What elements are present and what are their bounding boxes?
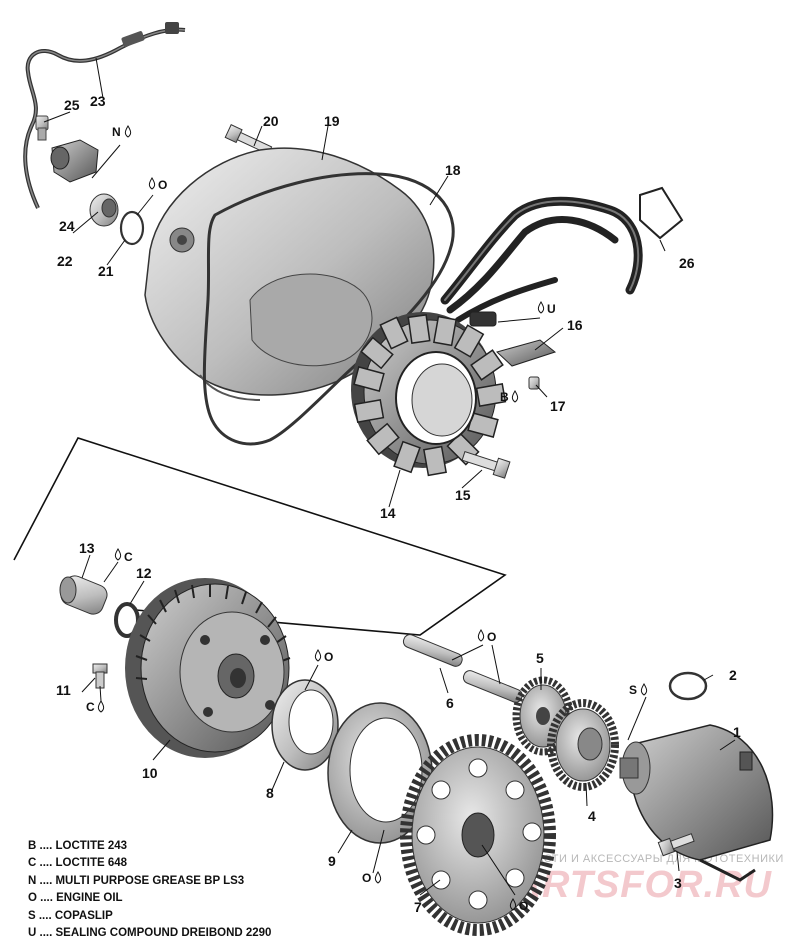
callout-17: 17 [550,398,566,414]
code-o-7: O [509,898,528,913]
callout-13: 13 [79,540,95,556]
legend-row-n: N .... MULTI PURPOSE GREASE BP LS3 [28,874,245,887]
callout-26: 26 [679,255,695,271]
code-u-harness: U [537,301,556,316]
droplet-icon [114,548,122,561]
callout-numbers: 1 2 3 4 5 6 7 8 9 10 11 12 13 14 15 16 1… [56,93,741,915]
svg-text:C: C [124,550,133,564]
code-n-24: N [112,125,132,139]
callout-14: 14 [380,505,396,521]
code-o-9: O [362,871,382,885]
svg-text:S: S [629,683,637,697]
compound-codes: N O U B C S O O [86,125,648,913]
callout-21: 21 [98,263,114,279]
svg-text:O: O [519,899,528,913]
callout-6: 6 [446,695,454,711]
callout-15: 15 [455,487,471,503]
part-7-gear [400,734,556,936]
part-21-o-ring [119,210,145,246]
part-16-clamp [496,339,557,367]
code-o-8: O [314,649,333,664]
leader-lines [43,57,736,896]
callout-5: 5 [536,650,544,666]
callout-10: 10 [142,765,158,781]
callout-23: 23 [90,93,106,109]
svg-text:U: U [547,302,556,316]
part-14-stator [351,312,507,477]
droplet-icon [124,125,132,138]
callout-22: 22 [57,253,73,269]
droplet-icon [374,871,382,884]
droplet-icon [477,629,485,642]
droplet-icon [511,390,519,403]
svg-text:O: O [324,650,333,664]
part-22-bushing [89,193,119,227]
part-24-sensor [50,139,99,183]
callout-9: 9 [328,853,336,869]
part-13-spacer [59,575,108,615]
code-c-11: C [86,700,105,714]
part-11-screw [92,663,108,689]
legend-row-c: C .... LOCTITE 648 [28,857,128,870]
droplet-icon [537,301,545,314]
callout-12: 12 [136,565,152,581]
callout-24: 24 [59,218,75,234]
callout-25: 25 [64,97,80,113]
callout-16: 16 [567,317,583,333]
svg-text:B: B [500,390,509,404]
code-s-1: S [629,683,648,697]
part-23-cable [23,22,186,209]
legend-row-o: O .... ENGINE OIL [28,892,123,905]
code-o-6: O [477,629,496,644]
part-6-pins [402,634,523,703]
callout-1: 1 [733,724,741,740]
legend-row-b: B .... LOCTITE 243 [28,840,128,852]
callout-3: 3 [674,875,682,891]
part-26-harness [440,186,684,327]
part-2-o-ring [668,671,708,701]
svg-text:O: O [362,871,371,885]
svg-text:N: N [112,125,121,139]
part-18-gasket [202,172,455,446]
part-15-bolt [461,450,511,479]
droplet-icon [97,700,105,713]
droplet-icon [509,898,517,911]
droplet-icon [148,177,156,190]
part-3-screw [657,833,695,857]
droplet-icon [640,683,648,696]
svg-text:C: C [86,700,95,714]
compound-legend: B .... LOCTITE 243 C .... LOCTITE 648 N … [28,838,358,942]
svg-text:O: O [158,178,167,192]
callout-11: 11 [56,682,71,698]
callout-2: 2 [729,667,737,683]
callout-8: 8 [266,785,274,801]
callout-20: 20 [263,113,279,129]
part-8-bearing [271,679,339,771]
legend-row-u: U .... SEALING COMPOUND DREIBOND 2290 [28,927,272,940]
code-o-21: O [148,177,167,192]
part-10-flywheel [125,578,291,758]
part-25-screw [35,115,49,141]
droplet-icon [314,649,322,662]
callout-18: 18 [445,162,461,178]
svg-text:O: O [487,630,496,644]
callout-7: 7 [414,899,422,915]
code-c-13: C [114,548,133,564]
part-4-gear [547,699,619,791]
code-b-17: B [500,390,519,404]
part-1-starter [619,724,774,882]
callout-19: 19 [324,113,340,129]
callout-4: 4 [588,808,596,824]
assembly-bracket-line [13,437,507,636]
legend-row-s: S .... COPASLIP [28,909,113,922]
